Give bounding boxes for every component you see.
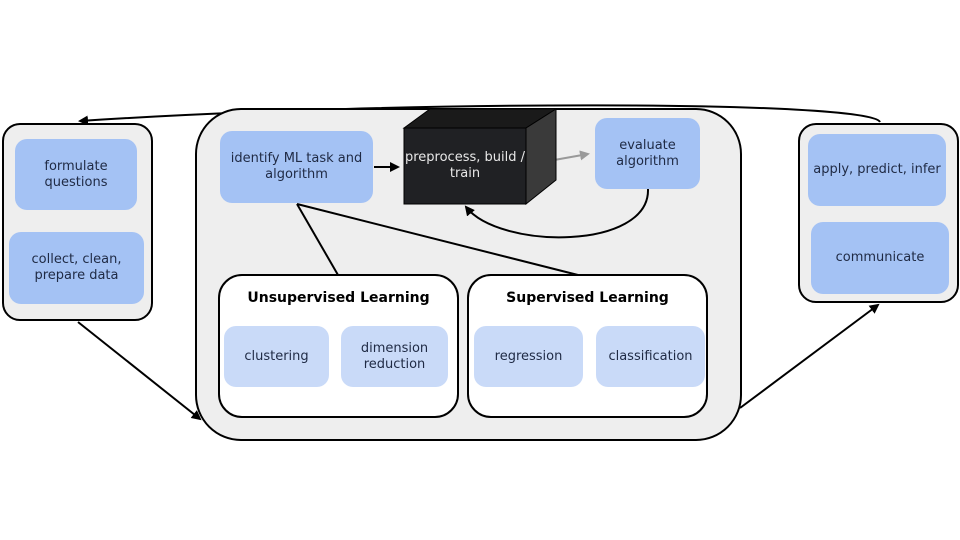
group-title-unsupervised: Unsupervised Learning: [247, 290, 430, 306]
line-identify-to-unsupervised: [296, 203, 339, 276]
method-clustering: clustering: [224, 326, 329, 387]
arrow-data-to-modeling: [77, 321, 202, 421]
step-formulate-questions: formulate questions: [15, 139, 137, 210]
method-classification: classification: [596, 326, 705, 387]
arrow-modeling-to-deploy: [739, 303, 880, 409]
step-communicate: communicate: [811, 222, 949, 294]
cube-front-face: [403, 127, 527, 205]
step-apply-predict-infer: apply, predict, infer: [808, 134, 946, 206]
method-dimension-reduction: dimension reduction: [341, 326, 448, 387]
step-collect-clean-prepare-data: collect, clean, prepare data: [9, 232, 144, 304]
line-identify-to-supervised: [296, 203, 579, 276]
step-identify-ml-task: identify ML task and algorithm: [220, 131, 373, 203]
step-preprocess-build-train: preprocess, build / train: [404, 150, 525, 181]
group-title-supervised: Supervised Learning: [506, 290, 669, 306]
method-regression: regression: [474, 326, 583, 387]
step-evaluate-algorithm: evaluate algorithm: [595, 118, 700, 189]
arrow-evaluate-to-train: [464, 188, 650, 239]
